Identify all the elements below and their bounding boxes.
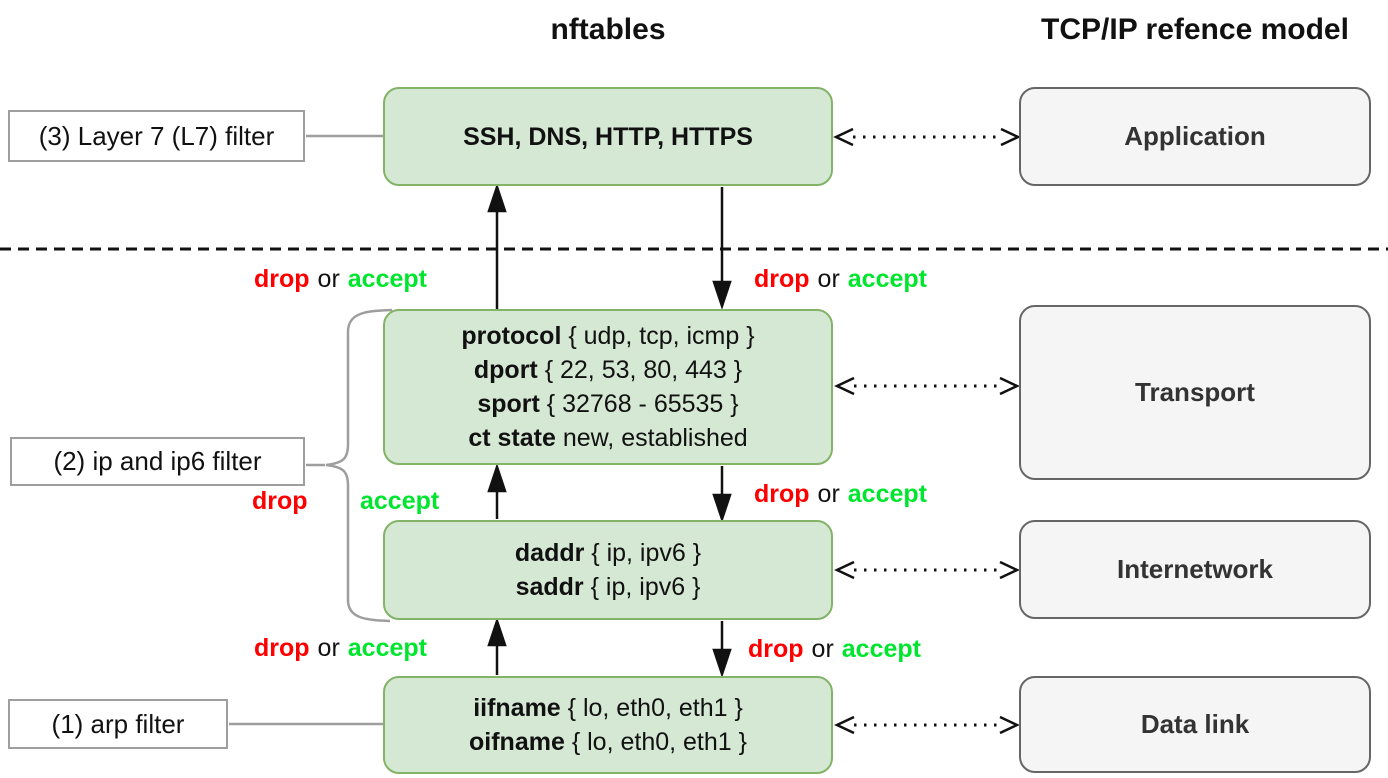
rule-line: daddr { ip, ipv6 } xyxy=(514,539,702,567)
tcp-box-datalink-label: Data link xyxy=(1140,709,1250,739)
down-arrowhead-3 xyxy=(712,648,732,678)
down-arrowhead-1 xyxy=(712,280,732,310)
tcp-box-internetwork: Internetwork xyxy=(1019,520,1371,619)
tcp-box-transport: Transport xyxy=(1019,305,1371,480)
tcp-box-internetwork-label: Internetwork xyxy=(1116,554,1274,584)
accept-text: accept xyxy=(847,480,927,508)
nft-box-application-rules: SSH, DNS, HTTP, HTTPS xyxy=(383,87,833,186)
down-arrowhead-2 xyxy=(712,493,732,523)
up-arrowhead-1 xyxy=(487,183,507,213)
label-layer7-filter-text: (3) Layer 7 (L7) filter xyxy=(38,120,275,151)
rule-line: saddr { ip, ipv6 } xyxy=(515,573,701,601)
title-tcpip-model: TCP/IP refence model xyxy=(1041,13,1349,46)
dotted-arrow-transport xyxy=(834,376,1020,396)
drop-text: drop xyxy=(252,487,308,515)
drop-text: drop xyxy=(748,635,804,663)
dotted-arrow-internetwork xyxy=(834,560,1020,580)
curly-brace xyxy=(325,308,393,623)
or-text: or xyxy=(817,480,840,508)
tcp-box-application-label: Application xyxy=(1124,121,1266,151)
nft-box-datalink-rules: iifname { lo, eth0, eth1 } oifname { lo,… xyxy=(383,676,833,774)
accept-text: accept xyxy=(360,487,440,515)
or-text: or xyxy=(817,265,840,293)
title-nftables: nftables xyxy=(550,13,666,46)
drop-text: drop xyxy=(754,480,810,508)
label-arp-filter: (1) arp filter xyxy=(8,699,228,749)
nft-box-transport-rules: protocol { udp, tcp, icmp } dport { 22, … xyxy=(383,309,833,465)
nft-box-internetwork-rules: daddr { ip, ipv6 } saddr { ip, ipv6 } xyxy=(383,520,833,620)
rule-line: SSH, DNS, HTTP, HTTPS xyxy=(463,122,753,151)
drop-text: drop xyxy=(254,265,310,293)
tcp-box-transport-label: Transport xyxy=(1135,377,1255,407)
accept-text: accept xyxy=(847,265,927,293)
rule-line: ct state new, established xyxy=(468,424,748,452)
rule-line: iifname { lo, eth0, eth1 } xyxy=(473,694,743,722)
tcp-box-application: Application xyxy=(1019,87,1371,186)
verdict-label-row2-accept: accept xyxy=(354,486,446,517)
or-text: or xyxy=(811,635,834,663)
rule-line: dport { 22, 53, 80, 443 } xyxy=(473,356,743,384)
verdict-label-row2-drop: drop xyxy=(246,486,314,517)
label-layer7-filter: (3) Layer 7 (L7) filter xyxy=(8,110,305,162)
up-arrowhead-2 xyxy=(487,463,507,493)
label-connectors xyxy=(229,134,384,726)
drop-text: drop xyxy=(754,265,810,293)
or-text: or xyxy=(317,634,340,662)
dotted-arrows xyxy=(833,127,1021,735)
rule-line: sport { 32768 - 65535 } xyxy=(477,390,739,418)
drop-text: drop xyxy=(254,634,310,662)
accept-text: accept xyxy=(347,634,427,662)
tcp-box-datalink: Data link xyxy=(1019,676,1371,773)
label-ip-ip6-filter-text: (2) ip and ip6 filter xyxy=(53,446,262,476)
dotted-arrow-datalink xyxy=(834,715,1020,735)
label-arp-filter-text: (1) arp filter xyxy=(51,708,185,739)
label-ip-ip6-filter: (2) ip and ip6 filter xyxy=(10,437,305,486)
accept-text: accept xyxy=(841,635,921,663)
vertical-arrows xyxy=(487,183,732,678)
accept-text: accept xyxy=(347,265,427,293)
rule-line: oifname { lo, eth0, eth1 } xyxy=(469,728,747,756)
rule-line: protocol { udp, tcp, icmp } xyxy=(461,322,755,350)
or-text: or xyxy=(317,265,340,293)
up-arrowhead-3 xyxy=(487,617,507,647)
dotted-arrow-application xyxy=(833,127,1021,147)
